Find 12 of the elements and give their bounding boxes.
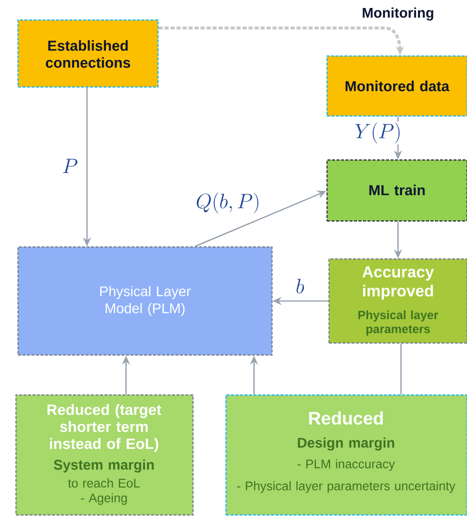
- model-box: Physical Layer Model (PLM): [17, 246, 273, 356]
- data-box: Monitored data: [326, 55, 467, 117]
- edge-label: Monitoring: [362, 7, 434, 21]
- edge-label: $P$: [61, 158, 79, 174]
- edge-label: $Q(b,P)$: [194, 192, 262, 214]
- process-box: Established connections: [17, 19, 159, 88]
- margin-box: Reduced (target shorter term instead of EoL) System margin to reach EoL - Ageing: [15, 394, 194, 516]
- margin-box: Reduced Design margin - PLM inaccuracy - Physical layer parameters uncertainty: [225, 394, 467, 516]
- parameter-box: Accuracy improved Physical layer parameters: [328, 258, 467, 344]
- process-box: ML train: [326, 159, 467, 222]
- edge-label: $Y(P)$: [354, 122, 402, 144]
- edge-label: $b$: [294, 278, 306, 294]
